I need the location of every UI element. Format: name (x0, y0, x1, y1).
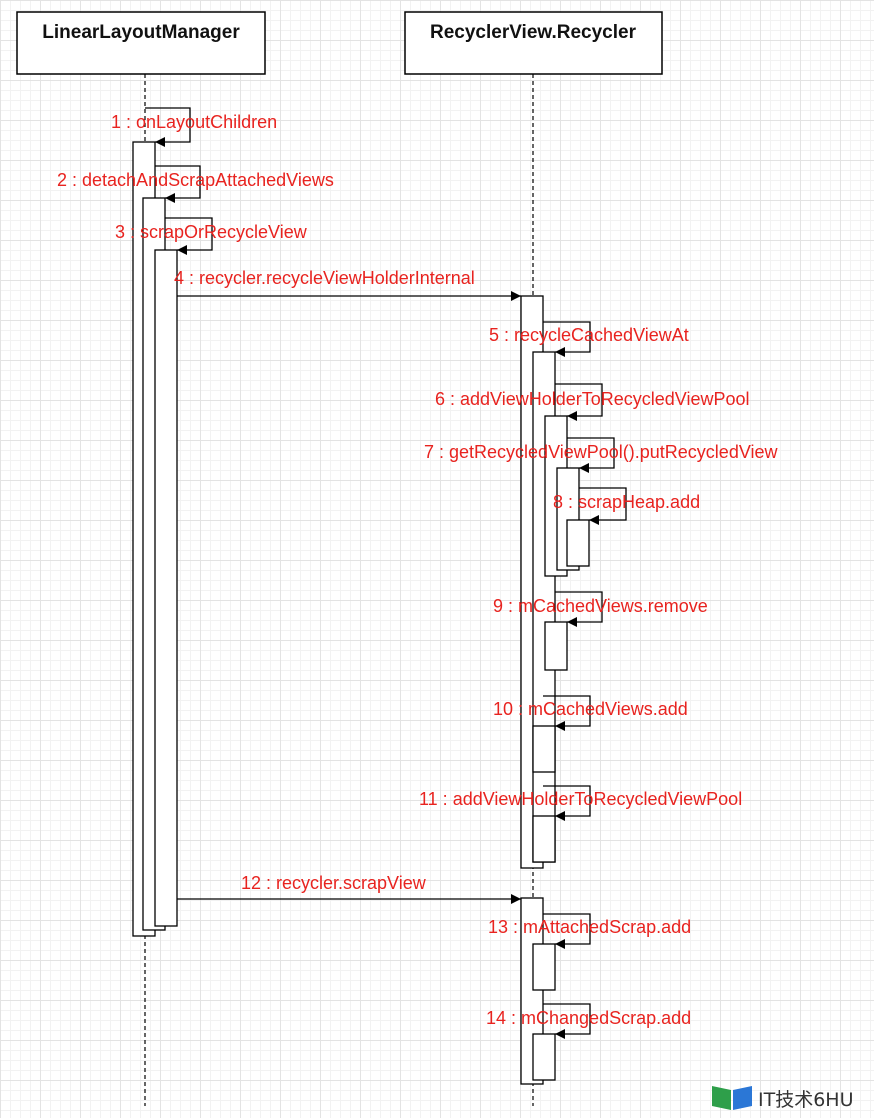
message-label-10: 10 : mCachedViews.add (493, 699, 688, 719)
message-arrow-11 (543, 785, 591, 821)
message-arrow-8 (579, 487, 627, 525)
actor-linearlayoutmanager[interactable]: LinearLayoutManager (16, 11, 266, 75)
activation-bar (544, 621, 568, 671)
activation-bar (532, 725, 556, 773)
message-arrow-10 (543, 695, 591, 731)
actor-label-recycler: RecyclerView.Recycler (430, 22, 637, 43)
book-logo-icon (712, 1086, 752, 1110)
activation-bar (532, 815, 556, 863)
message-arrow-3 (165, 217, 213, 255)
actor-label-linearlayoutmanager: LinearLayoutManager (42, 22, 240, 43)
message-arrow-14 (543, 1003, 591, 1039)
message-label-8: 8 : scrapHeap.add (553, 492, 700, 512)
message-label-7: 7 : getRecycledViewPool().putRecycledVie… (424, 442, 779, 462)
activation-bar (566, 519, 590, 567)
activation-bar (532, 1033, 556, 1081)
message-label-2: 2 : detachAndScrapAttachedViews (57, 170, 334, 190)
message-arrow-2 (155, 165, 201, 203)
message-label-5: 5 : recycleCachedViewAt (489, 325, 689, 345)
message-label-4: 4 : recycler.recycleViewHolderInternal (174, 268, 475, 288)
message-label-11: 11 : addViewHolderToRecycledViewPool (419, 789, 742, 809)
activation-bar (532, 943, 556, 991)
message-arrow-6 (555, 383, 603, 421)
message-label-14: 14 : mChangedScrap.add (486, 1008, 691, 1028)
watermark: IT技术6HU (712, 1086, 854, 1111)
message-label-6: 6 : addViewHolderToRecycledViewPool (435, 389, 750, 409)
message-label-9: 9 : mCachedViews.remove (493, 596, 708, 616)
message-arrow-7 (567, 437, 615, 473)
message-label-13: 13 : mAttachedScrap.add (488, 917, 691, 937)
actor-recyclerview-recycler[interactable]: RecyclerView.Recycler (404, 11, 663, 75)
message-label-3: 3 : scrapOrRecycleView (115, 222, 308, 242)
message-arrow-5 (543, 321, 591, 357)
watermark-text: IT技术6HU (758, 1089, 854, 1111)
message-label-1: 1 : onLayoutChildren (111, 112, 277, 132)
activation-bar (154, 249, 178, 927)
message-arrow-9 (555, 591, 603, 627)
message-arrow-1 (145, 107, 191, 147)
message-label-12: 12 : recycler.scrapView (241, 873, 427, 893)
message-arrow-13 (543, 913, 591, 949)
